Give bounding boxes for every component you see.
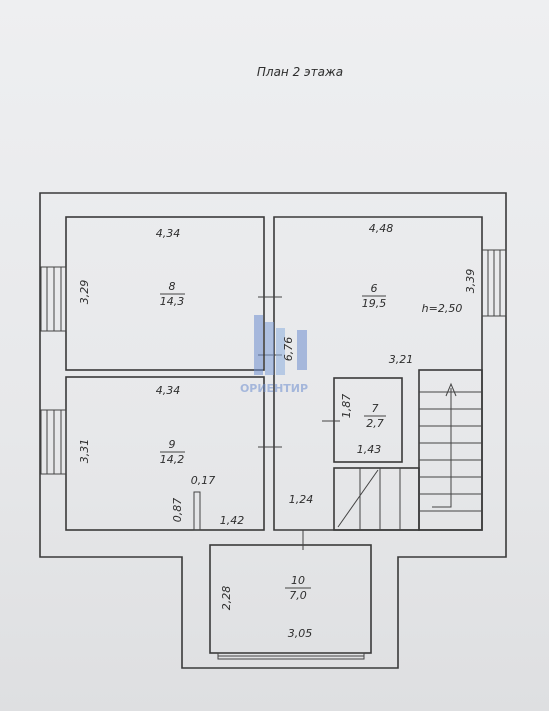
dim-room7-width: 1,43 — [357, 443, 382, 456]
room-area: 7,0 — [289, 589, 307, 602]
room-area: 2,7 — [366, 417, 384, 430]
dim-room9-width: 4,34 — [156, 384, 181, 397]
dim-room10-height: 2,28 — [220, 586, 233, 611]
room-number: 8 — [169, 280, 176, 293]
dim-room7-height: 1,87 — [340, 394, 353, 419]
room-area: 14,2 — [160, 453, 185, 466]
staircase — [337, 382, 482, 530]
dim-partition-height: 0,87 — [171, 498, 184, 523]
room-label-8: 8 14,3 — [160, 280, 185, 308]
dim-room8-height: 3,29 — [78, 280, 91, 305]
room-7-walls — [333, 377, 403, 463]
window-left-upper — [40, 266, 67, 332]
watermark-text: ОРИЕНТИР — [240, 382, 308, 395]
room-label-9: 9 14,2 — [160, 438, 185, 466]
room-number: 10 — [291, 574, 305, 587]
dim-room9-niche: 1,42 — [220, 514, 245, 527]
room-number: 6 — [371, 282, 378, 295]
dim-room6-length: 6,76 — [282, 337, 295, 362]
plan-title: План 2 этажа — [257, 65, 343, 79]
dim-room6-inner: 3,21 — [389, 353, 414, 366]
room-label-7: 7 2,7 — [364, 402, 386, 430]
dim-room8-width: 4,34 — [156, 227, 181, 240]
room-area: 14,3 — [160, 295, 185, 308]
dim-room9-height: 3,31 — [78, 439, 91, 464]
room-label-6: 6 19,5 — [362, 282, 387, 310]
room-area: 19,5 — [362, 297, 387, 310]
room-number: 9 — [169, 438, 176, 451]
dim-room6-height: 3,39 — [464, 269, 477, 294]
window-right — [481, 249, 507, 317]
window-left-lower — [40, 409, 67, 475]
outer-wall — [39, 192, 507, 669]
room-number: 7 — [372, 402, 379, 415]
dim-partition-width: 0,17 — [191, 474, 216, 487]
dim-room6-width: 4,48 — [369, 222, 394, 235]
stair-lower — [333, 467, 420, 531]
ceiling-height: h=2,50 — [422, 302, 463, 315]
watermark-logo — [254, 315, 307, 375]
room-label-10: 10 7,0 — [285, 574, 311, 602]
dim-room10-width: 3,05 — [288, 627, 313, 640]
dim-corridor-width: 1,24 — [289, 493, 314, 506]
partition-post — [193, 491, 201, 531]
stair-block — [418, 369, 483, 531]
